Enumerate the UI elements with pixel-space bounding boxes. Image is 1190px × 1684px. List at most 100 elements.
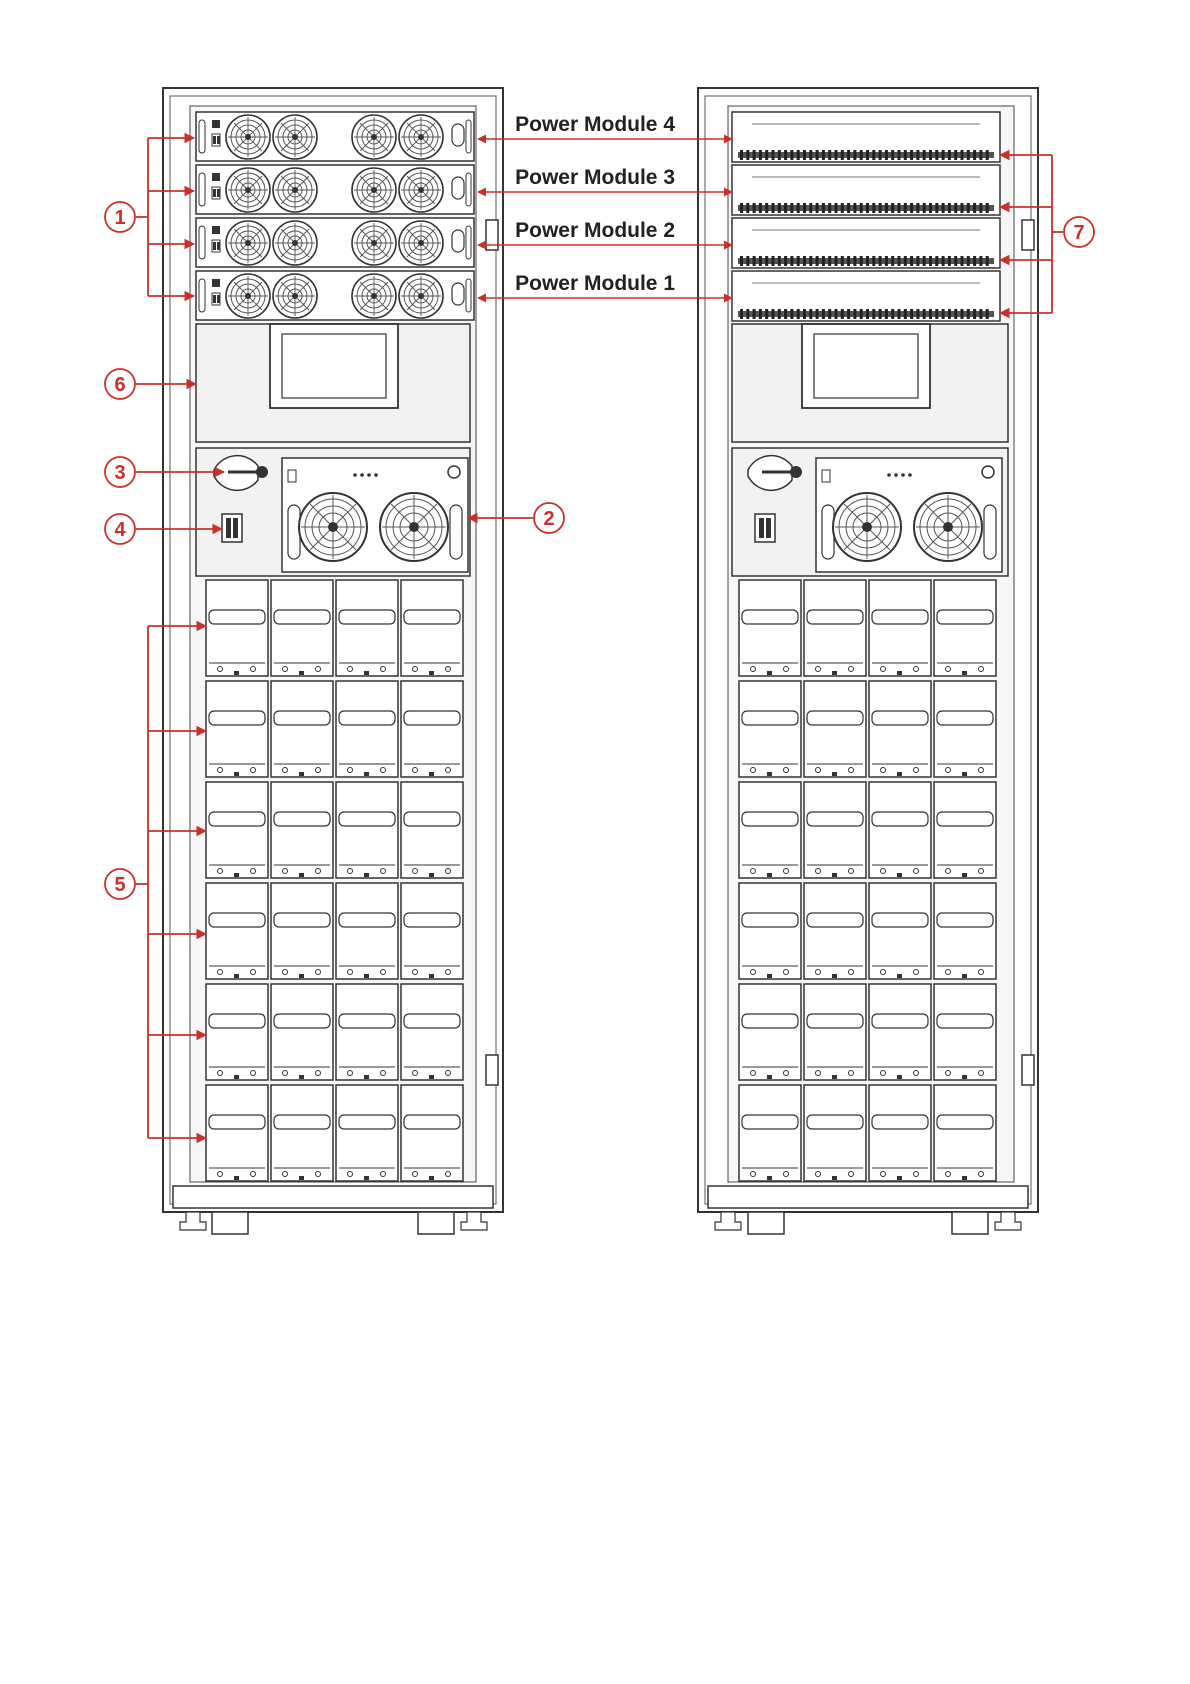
callout-1-number: 1 bbox=[114, 207, 125, 229]
battery-tray bbox=[336, 681, 398, 777]
power-module bbox=[196, 165, 474, 214]
battery-tray bbox=[336, 883, 398, 979]
fan-icon bbox=[226, 274, 270, 318]
caster bbox=[748, 1212, 784, 1234]
battery-tray bbox=[739, 1085, 801, 1181]
battery-tray bbox=[206, 580, 268, 676]
battery-tray bbox=[934, 782, 996, 878]
label-power-module-3: Power Module 3 bbox=[515, 166, 675, 189]
battery-tray bbox=[804, 681, 866, 777]
fan-icon bbox=[399, 168, 443, 212]
battery-tray bbox=[271, 580, 333, 676]
battery-tray bbox=[869, 681, 931, 777]
battery-tray bbox=[934, 1085, 996, 1181]
battery-tray bbox=[934, 984, 996, 1080]
battery-tray bbox=[401, 984, 463, 1080]
battery-tray bbox=[401, 1085, 463, 1181]
cabinet-base bbox=[708, 1186, 1028, 1208]
callout-5-number: 5 bbox=[114, 874, 125, 896]
battery-tray bbox=[739, 580, 801, 676]
door-hinge bbox=[486, 1055, 498, 1085]
fan-icon bbox=[399, 221, 443, 265]
battery-tray bbox=[336, 580, 398, 676]
battery-tray bbox=[739, 984, 801, 1080]
label-power-module-2: Power Module 2 bbox=[515, 219, 675, 242]
door-hinge bbox=[1022, 220, 1034, 250]
battery-tray bbox=[206, 1085, 268, 1181]
module-slot bbox=[732, 112, 1000, 162]
fan-icon bbox=[914, 493, 982, 561]
fan-icon bbox=[380, 493, 448, 561]
circuit-breaker bbox=[755, 514, 775, 542]
battery-tray bbox=[804, 580, 866, 676]
battery-tray bbox=[401, 580, 463, 676]
battery-tray bbox=[271, 681, 333, 777]
battery-tray bbox=[206, 984, 268, 1080]
battery-tray bbox=[401, 782, 463, 878]
callout-6-number: 6 bbox=[114, 374, 125, 396]
caster bbox=[418, 1212, 454, 1234]
battery-tray bbox=[401, 883, 463, 979]
fan-icon bbox=[352, 115, 396, 159]
caster bbox=[952, 1212, 988, 1234]
battery-tray bbox=[206, 681, 268, 777]
leveling-foot bbox=[715, 1212, 741, 1230]
fan-icon bbox=[299, 493, 367, 561]
battery-tray bbox=[804, 883, 866, 979]
label-power-module-1: Power Module 1 bbox=[515, 272, 675, 295]
battery-tray bbox=[869, 782, 931, 878]
cabinet-base bbox=[173, 1186, 493, 1208]
rear-cabinet bbox=[698, 88, 1038, 1234]
power-module bbox=[196, 271, 474, 320]
fan-icon bbox=[273, 274, 317, 318]
battery-tray bbox=[804, 984, 866, 1080]
module-slot bbox=[732, 218, 1000, 268]
battery-tray bbox=[739, 782, 801, 878]
door-hinge bbox=[1022, 1055, 1034, 1085]
callout-3-number: 3 bbox=[114, 462, 125, 484]
battery-tray bbox=[271, 984, 333, 1080]
module-slot bbox=[732, 165, 1000, 215]
callout-2-number: 2 bbox=[543, 508, 554, 530]
battery-tray bbox=[934, 580, 996, 676]
circuit-breaker bbox=[222, 514, 242, 542]
fan-icon bbox=[352, 221, 396, 265]
label-power-module-4: Power Module 4 bbox=[515, 113, 675, 136]
fan-icon bbox=[833, 493, 901, 561]
callout-7-number: 7 bbox=[1073, 222, 1084, 244]
battery-tray bbox=[739, 883, 801, 979]
power-module bbox=[196, 112, 474, 161]
battery-tray bbox=[336, 984, 398, 1080]
power-module bbox=[196, 218, 474, 267]
callout-4-number: 4 bbox=[114, 519, 126, 541]
battery-tray bbox=[271, 782, 333, 878]
battery-tray bbox=[739, 681, 801, 777]
front-cabinet bbox=[163, 88, 503, 1234]
battery-tray bbox=[206, 782, 268, 878]
leveling-foot bbox=[995, 1212, 1021, 1230]
battery-tray bbox=[336, 782, 398, 878]
caster bbox=[212, 1212, 248, 1234]
power-module-labels: Power Module 4 Power Module 3 Power Modu… bbox=[478, 113, 732, 298]
fan-icon bbox=[352, 274, 396, 318]
battery-tray bbox=[206, 883, 268, 979]
battery-tray bbox=[804, 1085, 866, 1181]
fan-icon bbox=[273, 221, 317, 265]
fan-icon bbox=[226, 115, 270, 159]
fan-icon bbox=[399, 274, 443, 318]
fan-icon bbox=[226, 168, 270, 212]
leveling-foot bbox=[180, 1212, 206, 1230]
battery-tray bbox=[401, 681, 463, 777]
fan-icon bbox=[399, 115, 443, 159]
fan-icon bbox=[226, 221, 270, 265]
module-slot bbox=[732, 271, 1000, 321]
battery-tray bbox=[804, 782, 866, 878]
battery-tray bbox=[934, 681, 996, 777]
battery-tray bbox=[869, 580, 931, 676]
leveling-foot bbox=[461, 1212, 487, 1230]
fan-icon bbox=[273, 168, 317, 212]
fan-icon bbox=[352, 168, 396, 212]
battery-tray bbox=[271, 883, 333, 979]
battery-tray bbox=[869, 883, 931, 979]
